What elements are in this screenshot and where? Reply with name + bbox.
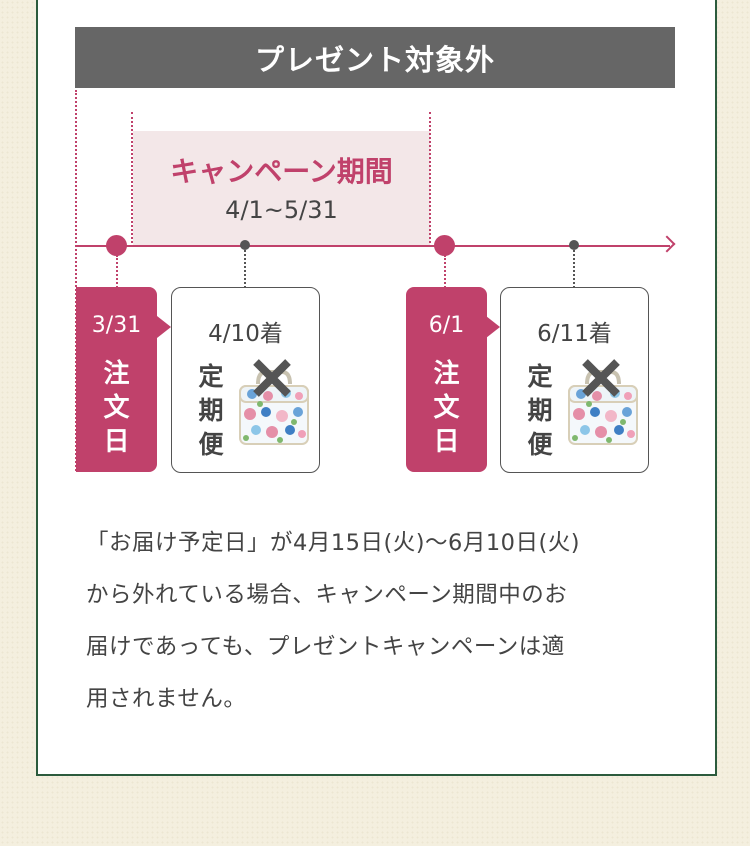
timeline-axis <box>76 245 670 247</box>
order-date: 3/31 <box>91 313 142 338</box>
delivery-label: 定 期 便 <box>198 362 224 459</box>
delivery-date: 6/11着 <box>537 321 612 347</box>
order-date-card-2: 6/1 注 文 日 <box>406 287 487 472</box>
campaign-period-title: キャンペーン期間 <box>170 155 393 188</box>
order-date-card-1: 3/31 注 文 日 <box>76 287 157 472</box>
campaign-end-guide-line <box>429 112 431 247</box>
order-connector-1 <box>116 255 118 288</box>
order-guide-line-1 <box>75 90 77 471</box>
delivery-connector-2 <box>573 250 575 288</box>
order-date: 6/1 <box>428 313 465 338</box>
delivery-marker-1 <box>240 240 250 250</box>
description-line: 用されません。 <box>86 686 247 712</box>
order-connector-2 <box>444 255 446 288</box>
description-line: 「お届け予定日」が4月15日(火)〜6月10日(火) <box>86 530 581 556</box>
pointer-arrow-icon <box>486 316 500 338</box>
delivery-date: 4/10着 <box>208 321 283 347</box>
banner-title: プレゼント対象外 <box>75 27 675 88</box>
delivery-marker-2 <box>569 240 579 250</box>
campaign-start-guide-line <box>131 112 133 247</box>
order-marker-2 <box>434 235 455 256</box>
order-label: 注 文 日 <box>103 359 130 457</box>
description-line: 届けであっても、プレゼントキャンペーンは適 <box>86 634 565 660</box>
order-marker-1 <box>106 235 127 256</box>
delivery-connector-1 <box>244 250 246 288</box>
campaign-period-box <box>133 131 430 246</box>
campaign-period-range: 4/1~5/31 <box>225 196 338 224</box>
order-label: 注 文 日 <box>433 359 460 457</box>
pointer-arrow-icon <box>157 316 171 338</box>
cross-icon <box>579 356 623 400</box>
delivery-card-2: 6/11着 定 期 便 <box>500 287 649 473</box>
delivery-card-1: 4/10着 定 期 便 <box>171 287 320 473</box>
description-line: から外れている場合、キャンペーン期間中のお <box>86 582 568 608</box>
description-text: 「お届け予定日」が4月15日(火)〜6月10日(火) から外れている場合、キャン… <box>86 517 686 725</box>
delivery-label: 定 期 便 <box>527 362 553 459</box>
cross-icon <box>250 356 294 400</box>
